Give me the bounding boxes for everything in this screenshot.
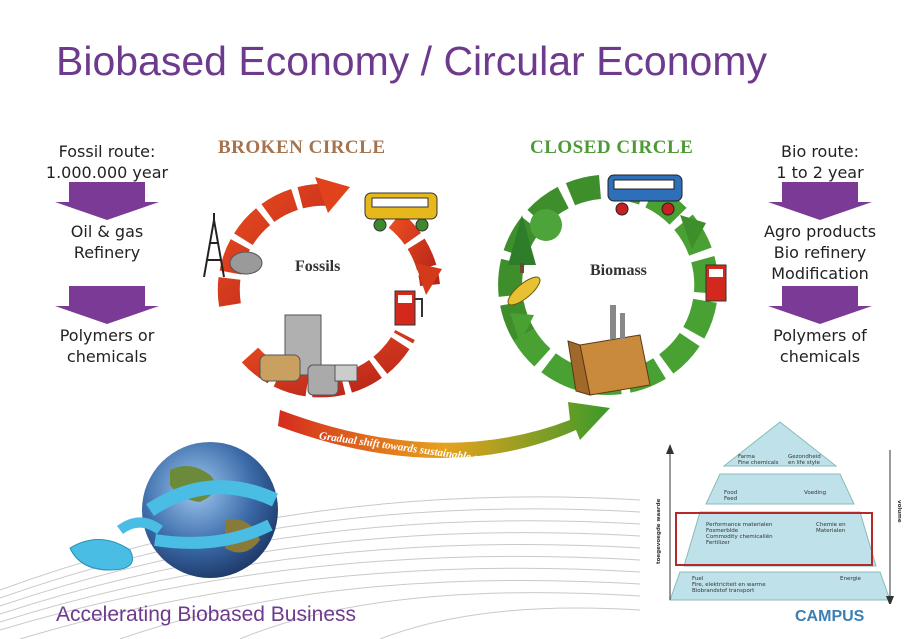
footer-tagline: Accelerating Biobased Business [56, 603, 357, 626]
pyramid-figure: Farma Fine chemicals Gezondheid en life … [640, 404, 908, 604]
bus-icon [364, 192, 438, 232]
pyr-text: Farma [738, 454, 755, 460]
pyramid-shape [666, 421, 894, 604]
pyr-text: Fosmerblde [706, 528, 739, 534]
pyr-text: Fertilizer [706, 540, 730, 546]
pyr-text: en life style [788, 460, 820, 466]
fossils-label: Fossils [295, 258, 341, 275]
corn-icon [507, 276, 541, 306]
pyr-text: Chemie en [816, 522, 846, 528]
campus-logo-text: CAMPUS [795, 608, 865, 625]
closed-circle-diagram [498, 174, 727, 396]
pyr-text: Materialen [816, 528, 846, 534]
bio-refinery-line: Bio refinery [773, 243, 867, 262]
gradual-shift-arrow [278, 402, 610, 459]
pyramid-right-axis-label: volume [896, 500, 902, 523]
background-swoosh-lines [0, 496, 641, 639]
pyr-text: Gezondheid [788, 454, 821, 460]
pyr-text: Food [724, 490, 738, 496]
bus-icon [607, 174, 683, 216]
bio-route-line2: 1 to 2 year [776, 163, 864, 182]
pyramid-level2-right: Voeding [804, 490, 827, 496]
broken-circle-diagram [203, 177, 442, 398]
pyr-text: Fuel [692, 576, 704, 582]
pyr-text: Feed [724, 496, 738, 502]
polymers-left-line1: Polymers or [59, 326, 155, 345]
storage-tank-icon [229, 251, 263, 275]
pyramid-level3-left: Performance materialen Fosmerblde Commod… [706, 522, 773, 546]
pyr-text: Fine chemicals [738, 460, 779, 466]
down-arrow-icon [55, 286, 159, 324]
pyramid-level4-right: Energie [840, 576, 861, 582]
oil-gas-line: Oil & gas [70, 222, 144, 241]
polymers-left-line2: chemicals [66, 347, 148, 366]
factory-icon [259, 314, 358, 396]
page-title: Biobased Economy / Circular Economy [56, 38, 767, 84]
broken-circle-title: BROKEN CIRCLE [218, 137, 386, 158]
fuel-pump-icon [394, 290, 423, 326]
fossil-route-line1: Fossil route: [58, 142, 156, 161]
pyramid-level3-right: Chemie en Materialen [816, 522, 846, 534]
refinery-line: Refinery [73, 243, 141, 262]
oil-gas-refinery-label: Oil & gas Refinery [22, 221, 192, 263]
polymers-chemicals-right-label: Polymers of chemicals [735, 325, 905, 367]
down-arrow-icon [768, 286, 872, 324]
bio-route-line1: Bio route: [781, 142, 859, 161]
agro-bio-refinery-label: Agro products Bio refinery Modification [735, 221, 905, 284]
pyr-text: Biobrandstof transport [692, 588, 755, 594]
bio-route-label: Bio route: 1 to 2 year [735, 141, 905, 183]
oil-derrick-icon [203, 213, 225, 278]
agro-products-line: Agro products [763, 222, 877, 241]
globe-measuring-tape-image [69, 442, 278, 578]
polymers-chemicals-left-label: Polymers or chemicals [22, 325, 192, 367]
biomass-label: Biomass [590, 262, 647, 279]
pyramid-level2-left: Food Feed [724, 490, 737, 502]
pyramid-level4-left: Fuel Fire, elektriciteit en warme Biobra… [692, 576, 766, 594]
biorefinery-box-icon [567, 305, 651, 396]
polymers-right-line2: chemicals [779, 347, 861, 366]
pyramid-left-axis-label: toegevoegde waarde [656, 498, 662, 564]
modification-line: Modification [771, 264, 869, 283]
fossil-route-line2: 1.000.000 year [45, 163, 169, 182]
pyramid-level1-right: Gezondheid en life style [788, 454, 821, 466]
pyr-text: Fire, elektriciteit en warme [692, 582, 766, 588]
closed-circle-title: CLOSED CIRCLE [530, 137, 694, 158]
pyr-text: Commodity chemicaliën [706, 534, 773, 540]
polymers-right-line1: Polymers of [773, 326, 867, 345]
down-arrow-icon [55, 182, 159, 220]
fossil-route-label: Fossil route: 1.000.000 year [22, 141, 192, 183]
down-arrow-icon [768, 182, 872, 220]
pyramid-level1-left: Farma Fine chemicals [738, 454, 778, 466]
trees-icon [508, 209, 562, 273]
fuel-pump-icon [705, 264, 727, 302]
pyr-text: Performance materialen [706, 522, 773, 528]
